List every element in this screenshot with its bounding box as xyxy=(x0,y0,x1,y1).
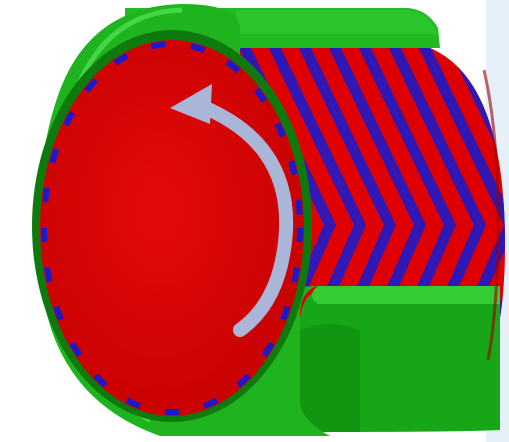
housing-front-shell-lip xyxy=(312,286,500,304)
housing-front-shell-shade xyxy=(300,324,360,432)
housing-back-top-face xyxy=(236,10,438,34)
